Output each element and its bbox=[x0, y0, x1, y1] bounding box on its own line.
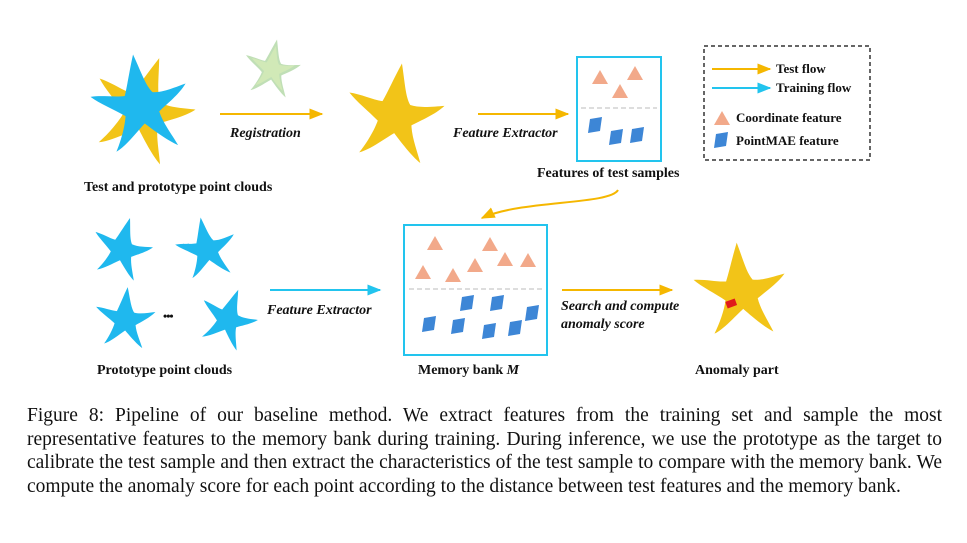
registration-starfish bbox=[239, 34, 305, 100]
memory-bank-symbol: M bbox=[506, 363, 520, 378]
memory-bank-text: Memory bank bbox=[418, 363, 507, 378]
legend-pointmae-feature: PointMAE feature bbox=[736, 133, 839, 148]
pipeline-figure: Test and prototype point clouds Registra… bbox=[80, 34, 871, 379]
legend-coordinate-feature: Coordinate feature bbox=[736, 110, 842, 125]
prototype-clouds-label: Prototype point clouds bbox=[97, 363, 233, 378]
anomaly-part-label: Anomaly part bbox=[695, 363, 779, 378]
search-label-line1: Search and compute bbox=[561, 299, 680, 314]
prototype-starfish-group bbox=[85, 210, 266, 354]
legend-training-flow: Training flow bbox=[776, 80, 852, 95]
test-prototype-starfish bbox=[80, 42, 208, 170]
feature-extractor-top-label: Feature Extractor bbox=[453, 126, 558, 141]
test-features-label: Features of test samples bbox=[537, 166, 680, 181]
search-label-line2: anomaly score bbox=[561, 317, 645, 332]
test-features-box bbox=[576, 56, 662, 162]
test-features-to-memory-arrow bbox=[480, 189, 619, 219]
test-prototype-label: Test and prototype point clouds bbox=[84, 180, 273, 195]
anomaly-starfish bbox=[691, 239, 789, 337]
legend-test-flow: Test flow bbox=[776, 61, 826, 76]
memory-bank-box bbox=[403, 224, 548, 356]
ellipsis-dots: • • • bbox=[163, 309, 174, 323]
figure-caption: Figure 8: Pipeline of our baseline metho… bbox=[27, 405, 942, 497]
registered-starfish bbox=[341, 56, 450, 166]
memory-bank-label: Memory bank M bbox=[418, 363, 519, 379]
feature-extractor-bottom-label: Feature Extractor bbox=[267, 303, 372, 318]
registration-label: Registration bbox=[230, 126, 301, 141]
legend-box bbox=[703, 45, 871, 161]
